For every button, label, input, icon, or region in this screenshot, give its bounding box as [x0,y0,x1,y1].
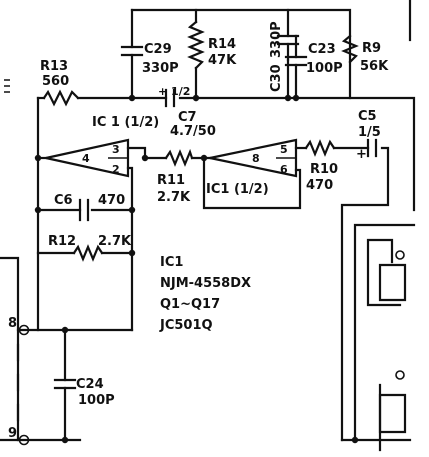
label-r13-ref: R13 [40,59,68,74]
wire-ic2-pin6-loop [202,158,302,210]
label-c30-ref: C30 [269,64,284,92]
label-r9-value: 56K [360,59,389,74]
capacitor-c23 [284,55,308,67]
labels: R13 560 C29 330P R14 47K C30 330P C23 10… [8,21,389,441]
terminal-jack1 [395,250,405,260]
wire-ic1-pin3 [126,146,168,160]
junction-dot [61,326,69,334]
label-jc: JC501Q [159,318,213,333]
junction-dot [284,94,292,102]
label-r10-value: 470 [306,178,333,193]
resistors [42,20,359,262]
resistor-r10 [304,139,336,157]
label-c30-value: 330P [269,21,284,58]
label-opamp-left-pin2: 2 [112,163,120,176]
capacitor-c7 [164,88,176,108]
label-r12-ref: R12 [48,234,76,249]
capacitor-c6 [78,198,90,222]
junction-dot [141,154,149,162]
label-r14-value: 47K [208,53,237,68]
label-r9-ref: R9 [362,41,381,56]
label-opamp-right-pin6: 6 [280,163,288,176]
wire-feedback-row [178,96,416,212]
label-ic-name: IC1 [160,255,183,270]
label-r13-value: 560 [42,74,69,89]
label-r14-ref: R14 [208,37,236,52]
label-pin8: 8 [8,316,17,331]
label-c29-ref: C29 [144,42,172,57]
wire-ticks-left [4,79,10,93]
label-c23-ref: C23 [308,42,336,57]
junction-dot [128,94,136,102]
junction-dot [200,154,208,162]
junction-dot [128,206,136,214]
junction-dot [61,436,69,444]
junctions [34,94,359,444]
resistor-r13 [42,89,80,107]
label-c29-value: 330P [142,61,179,76]
label-c5-ref: C5 [358,109,377,124]
resistor-r14 [187,20,205,70]
capacitor-c24 [53,378,77,390]
label-ic-part: NJM-4558DX [160,276,251,291]
label-c6-ref: C6 [54,193,73,208]
label-opamp-right-pin5: 5 [280,143,288,156]
jack-top-box [378,263,407,302]
wires [0,0,416,452]
resistor-r11 [164,148,194,167]
label-r12-value: 2.7K [98,234,132,249]
wire-left-box [0,256,20,442]
label-c24-ref: C24 [76,377,104,392]
label-r10-ref: R10 [310,162,338,177]
junction-dot [292,94,300,102]
terminals [18,250,405,446]
label-transistors: Q1~Q17 [160,297,220,312]
wire-c5-out [340,146,390,442]
label-opamp-left: IC 1 (1/2) [92,115,159,130]
junction-dot [34,206,42,214]
opamps [45,138,298,178]
terminal-pin9 [18,434,30,446]
junction-dot [192,94,200,102]
label-c7-value: 4.7/50 [170,124,216,139]
resistor-r9 [341,34,359,64]
capacitor-c29 [120,45,144,57]
terminal-pin8 [18,324,30,336]
label-r11-ref: R11 [157,173,185,188]
label-c24-value: 100P [78,393,115,408]
label-pin9: 9 [8,426,17,441]
wire-ic1-pin2 [126,166,134,332]
label-c5-plus: + [356,147,367,162]
label-c7-polarity: + 1/2 [158,85,190,98]
label-opamp-left-pin3: 3 [112,143,120,156]
wire-connector-frame [353,223,416,442]
capacitor-c5 [366,138,378,158]
wire-connector-top [366,238,402,307]
label-c7-ref: C7 [178,110,197,125]
jack-bottom-box [378,393,407,434]
label-c6-value: 470 [98,193,125,208]
label-c23-value: 100P [306,61,343,76]
junction-dot [34,154,42,162]
capacitors [53,34,378,390]
label-r11-value: 2.7K [157,190,191,205]
label-opamp-left-pin4: 4 [82,152,90,165]
junction-dot [128,249,136,257]
resistor-r12 [72,244,104,262]
wire-top-rail [130,8,352,100]
label-c5-value: 1/5 [358,125,381,140]
label-opamp-right-pin8: 8 [252,152,260,165]
label-opamp-right: IC1 (1/2) [206,182,269,197]
terminal-jack2 [395,370,405,380]
junction-dot [351,436,359,444]
